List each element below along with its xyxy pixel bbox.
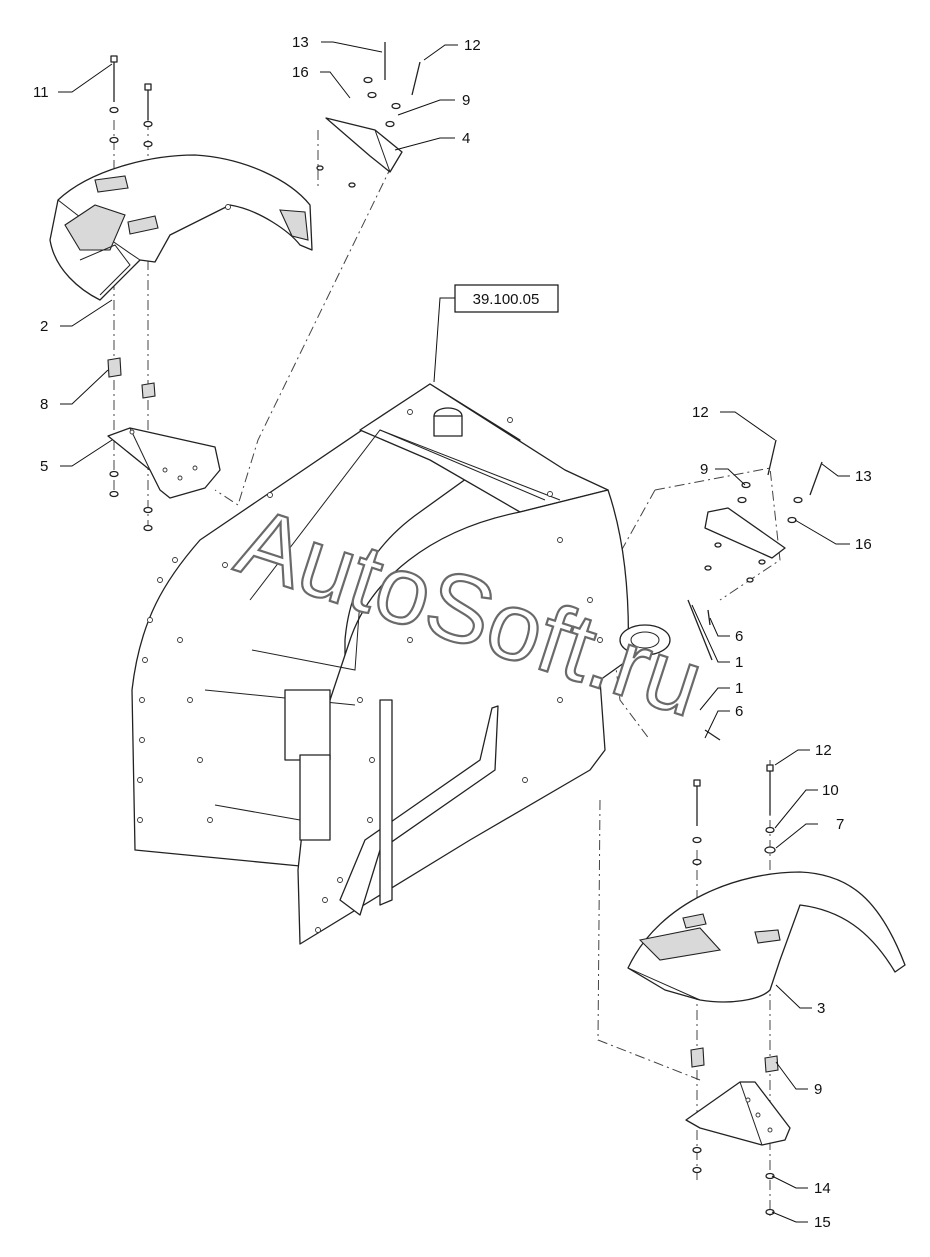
- left-fender-hardware: [107, 55, 156, 532]
- upper-rear-bracket: [316, 42, 421, 188]
- callout-6: 6: [735, 703, 743, 720]
- callout-9: 9: [462, 92, 470, 109]
- callout-10: 10: [822, 782, 839, 799]
- right-support-bracket: [685, 1081, 791, 1146]
- callout-11: 11: [33, 84, 49, 101]
- callout-13: 13: [292, 34, 309, 51]
- callout-4: 4: [462, 130, 470, 147]
- callout-2: 2: [40, 318, 48, 335]
- right-fender-hardware: [690, 764, 779, 1216]
- right-upper-bracket: [687, 439, 823, 741]
- callout-9: 9: [700, 461, 708, 478]
- callout-1: 1: [735, 654, 743, 671]
- callout-16: 16: [855, 536, 872, 553]
- callout-3: 3: [817, 1000, 825, 1017]
- callout-6: 6: [735, 628, 743, 645]
- callout-9: 9: [814, 1081, 822, 1098]
- callout-12: 12: [692, 404, 709, 421]
- callout-1: 1: [735, 680, 743, 697]
- right-fender: [627, 871, 906, 1003]
- callout-14: 14: [814, 1180, 831, 1197]
- callout-15: 15: [814, 1214, 831, 1231]
- reference-box[interactable]: 39.100.05: [433, 284, 559, 383]
- callout-7: 7: [836, 816, 844, 833]
- callout-16: 16: [292, 64, 309, 81]
- callout-labels: 11 13 12 16 9 4 2 8 5 12 9 13 16 6 1 1 6…: [33, 34, 872, 1231]
- callout-leaders: [58, 41, 850, 1223]
- reference-box-label: 39.100.05: [473, 291, 540, 308]
- left-fender: [49, 154, 313, 301]
- callout-12: 12: [815, 742, 832, 759]
- callout-8: 8: [40, 396, 48, 413]
- left-support-bracket: [107, 427, 221, 499]
- callout-12: 12: [464, 37, 481, 54]
- callout-5: 5: [40, 458, 48, 475]
- callout-13: 13: [855, 468, 872, 485]
- cab-frame: [131, 383, 671, 945]
